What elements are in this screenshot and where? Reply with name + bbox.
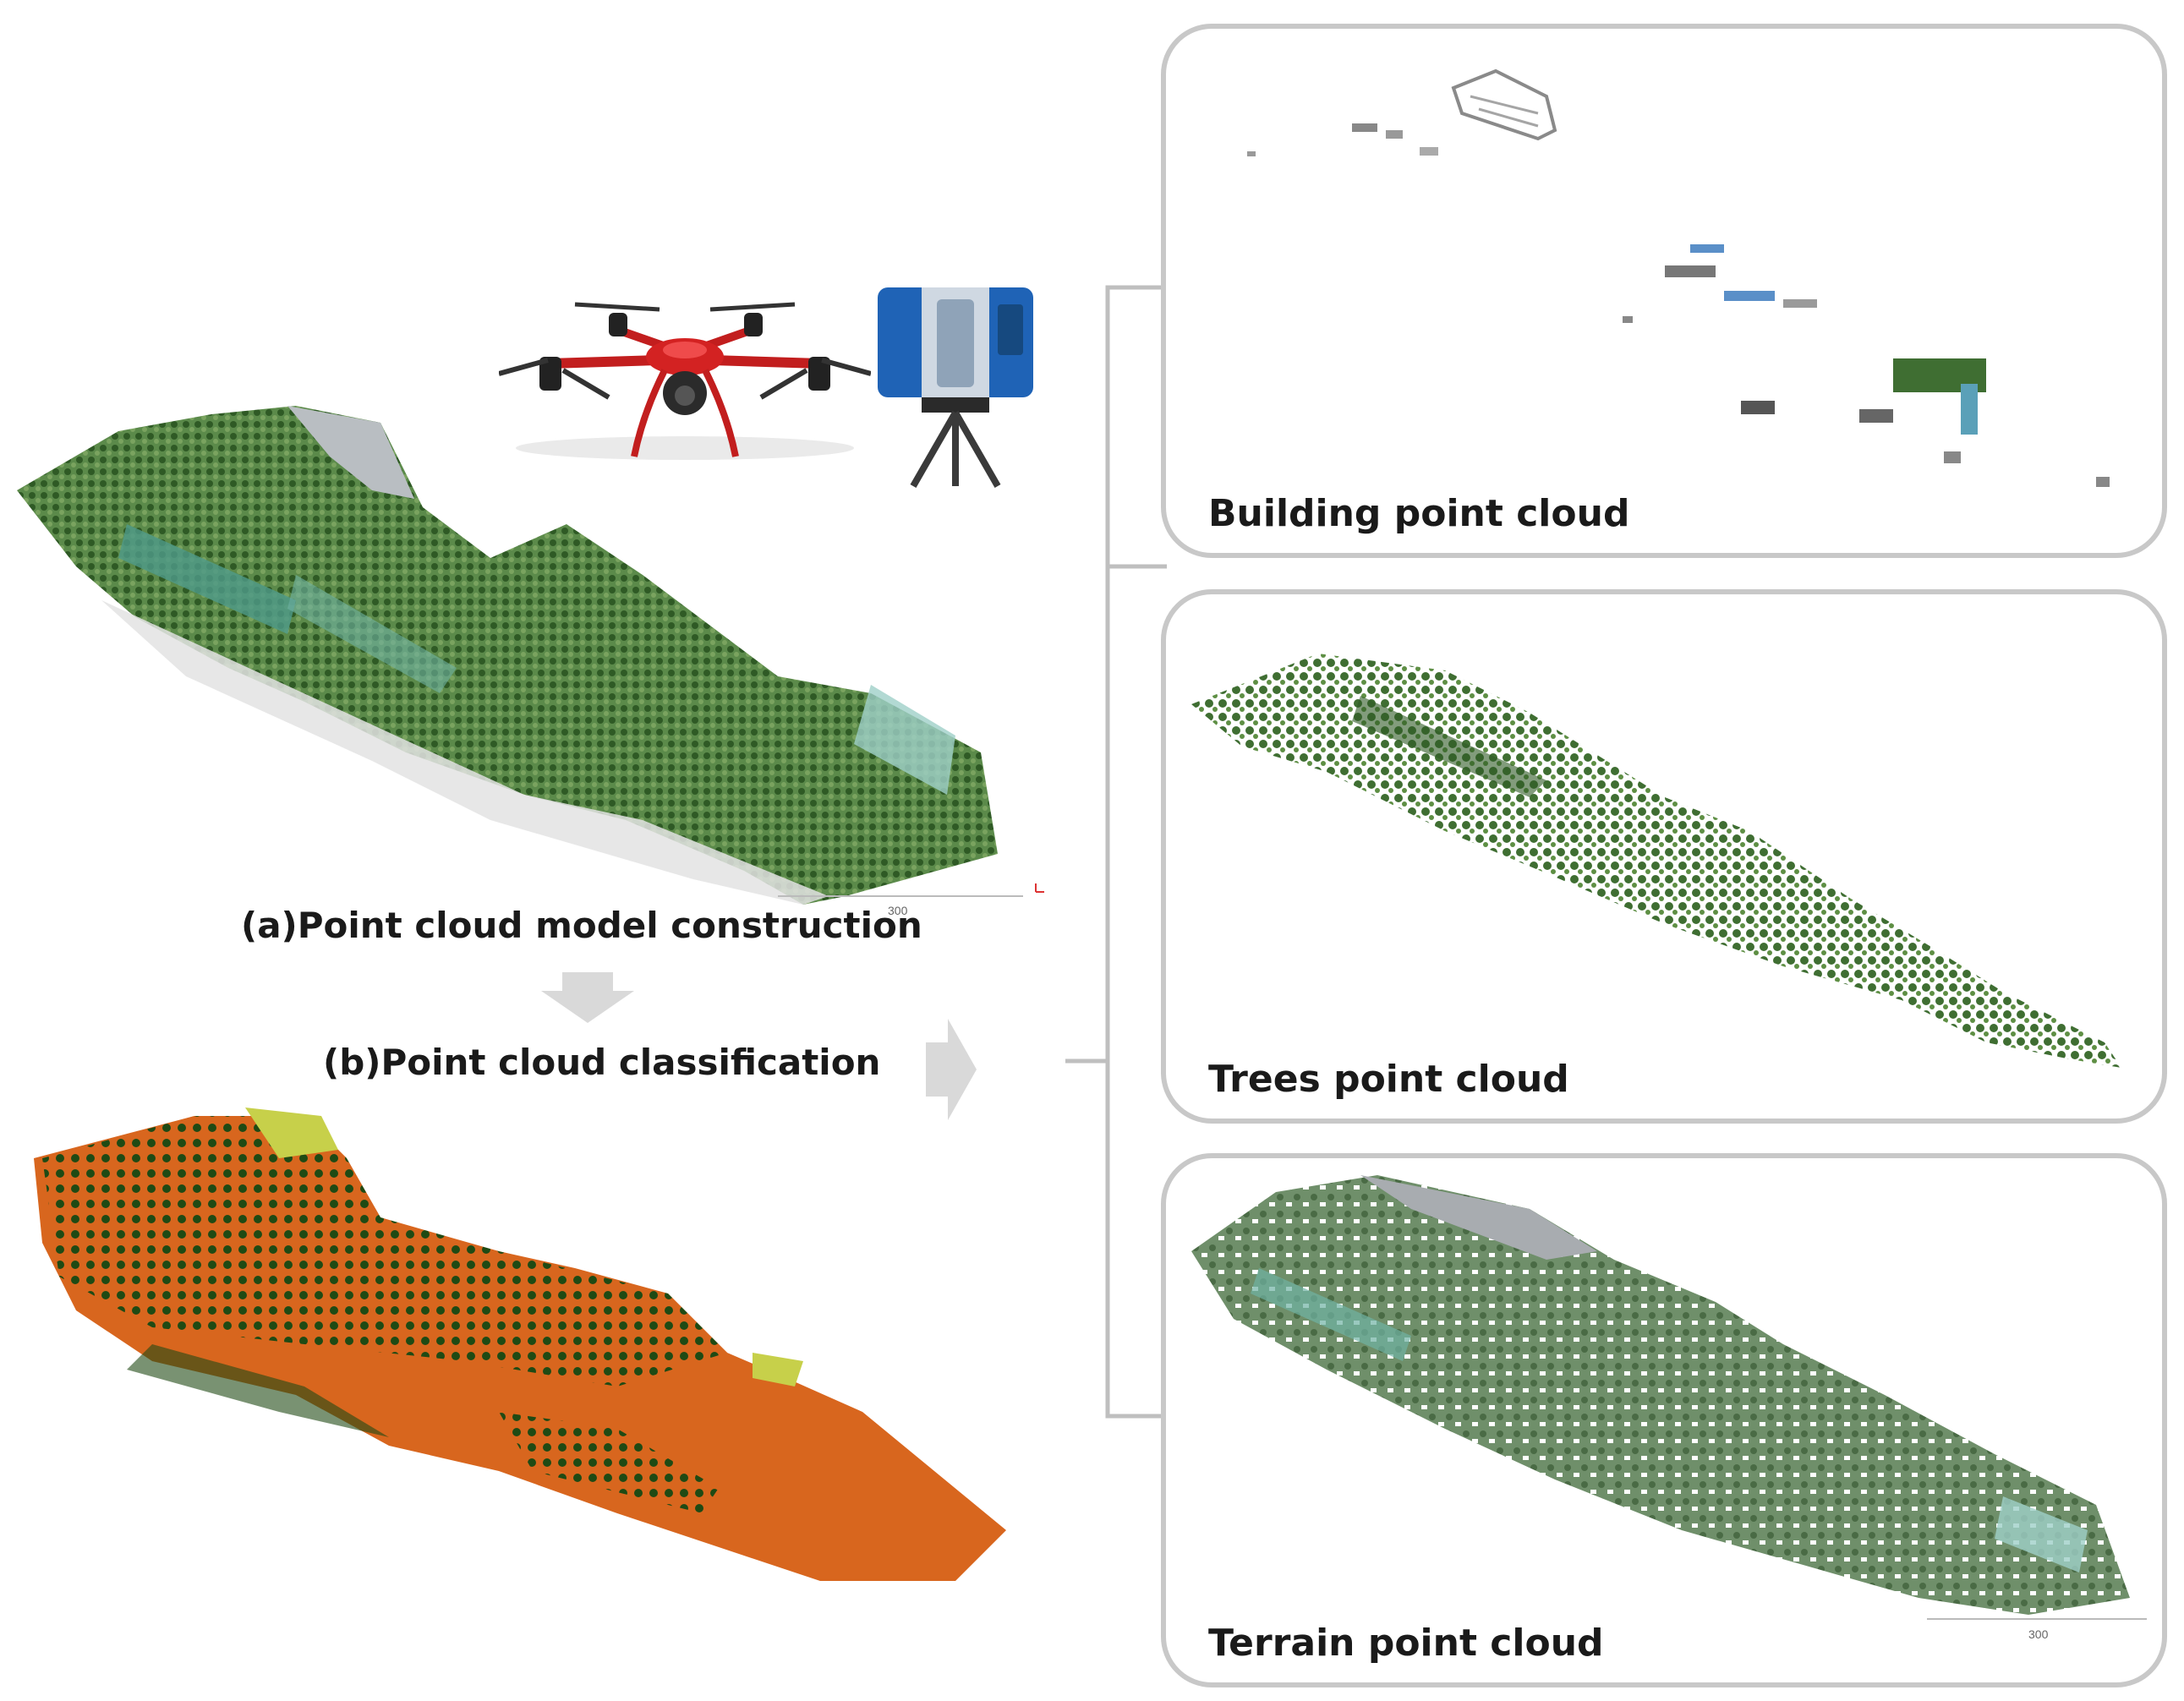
caption-point-cloud-classification: (b)Point cloud classification — [323, 1042, 881, 1083]
terrain-point-cloud-image: 300 — [1191, 1175, 2147, 1641]
drone-icon — [499, 302, 871, 460]
scale-label-left: 300 — [888, 904, 908, 917]
classified-point-cloud-image — [34, 1108, 1006, 1581]
building-panel-label: Building point cloud — [1208, 492, 1630, 535]
point-cloud-model-image: 300 — [17, 406, 1044, 917]
terrain-point-cloud-panel: 300 Terrain point cloud — [1161, 1153, 2167, 1687]
trees-point-cloud-panel: Trees point cloud — [1161, 589, 2167, 1124]
terrain-panel-label: Terrain point cloud — [1208, 1622, 1604, 1665]
laser-scanner-icon — [878, 287, 1033, 488]
connector-bracket — [1065, 285, 1167, 1419]
trees-point-cloud-image — [1191, 654, 2121, 1068]
trees-panel-label: Trees point cloud — [1208, 1058, 1569, 1101]
caption-point-cloud-construction: (a)Point cloud model construction — [241, 905, 922, 946]
building-point-cloud-panel: Building point cloud — [1161, 24, 2167, 558]
down-arrow-icon — [541, 972, 634, 1023]
scale-label-terrain: 300 — [2028, 1627, 2049, 1641]
building-point-cloud-image — [1247, 68, 2110, 487]
right-arrow-icon — [926, 1019, 977, 1120]
